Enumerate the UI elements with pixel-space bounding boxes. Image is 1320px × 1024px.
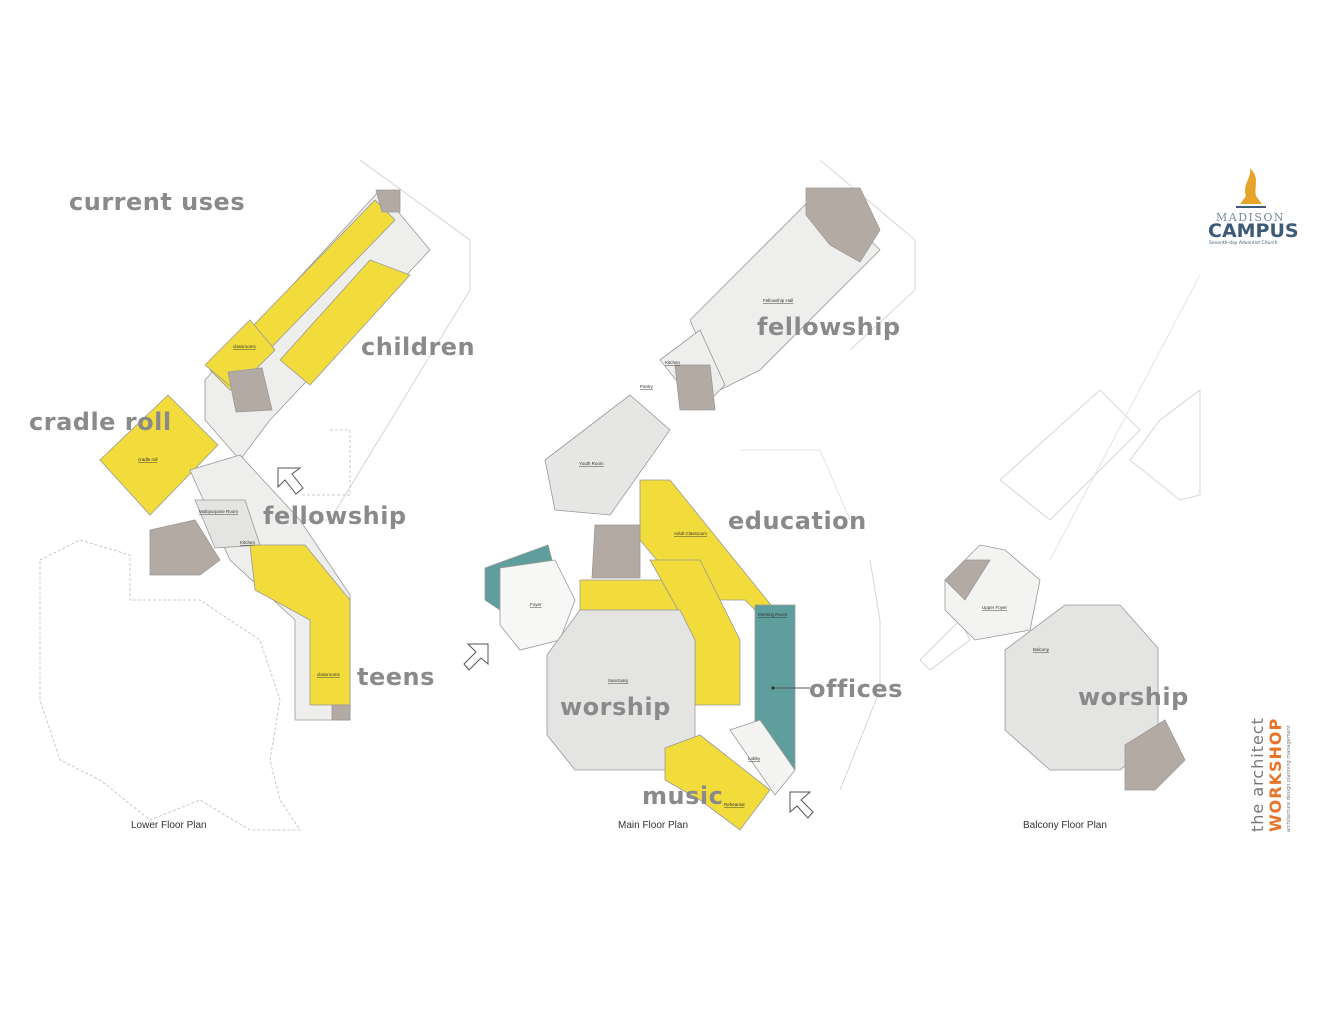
entry-arrow-main-south — [789, 791, 814, 819]
room-kitchen-lower: Kitchen — [240, 540, 256, 545]
room-pantry: Pantry — [640, 384, 654, 389]
room-foyer: Foyer — [530, 602, 542, 607]
room-upper-foyer: Upper Foyer — [982, 605, 1008, 610]
room-lobby: Lobby — [748, 756, 761, 761]
room-labels: classrooms cradle roll Multipurpose Room… — [138, 298, 1050, 807]
room-classrooms-a: classrooms — [233, 344, 257, 349]
room-classrooms-b: classrooms — [317, 672, 341, 677]
label-education: education — [728, 507, 867, 535]
offices-leader-dot — [771, 686, 775, 690]
architect-line1: the architect — [1248, 717, 1267, 832]
room-adult-classroom: Adult Classroom — [674, 531, 707, 536]
lower-floor-plan — [39, 159, 471, 831]
room-meeting-room: Meeting Room — [758, 612, 788, 617]
label-cradle-roll: cradle roll — [29, 408, 172, 436]
logo-line3: Seventh-day Adventist Church — [1209, 241, 1278, 246]
room-fellowship-hall: Fellowship Hall — [763, 298, 793, 303]
room-sanctuary: Sanctuary — [608, 678, 629, 683]
logo-line2: CAMPUS — [1208, 220, 1299, 242]
entry-arrow-lower — [277, 467, 304, 495]
label-children: children — [361, 333, 476, 361]
entry-arrow-main-west — [463, 643, 489, 671]
plan-title-main: Main Floor Plan — [618, 820, 689, 831]
architect-line2: WORKSHOP — [1266, 717, 1285, 832]
label-teens: teens — [357, 663, 435, 691]
balcony-floor-plan — [919, 274, 1201, 791]
room-kitchen-main: Kitchen — [665, 360, 681, 365]
label-music: music — [642, 782, 724, 810]
label-worship-main: worship — [560, 693, 671, 721]
architect-line3: architecture design planning management — [1286, 725, 1292, 832]
label-worship-balcony: worship — [1078, 683, 1189, 711]
plan-title-lower: Lower Floor Plan — [131, 820, 207, 831]
label-fellowship-main: fellowship — [757, 313, 901, 341]
plan-title-balcony: Balcony Floor Plan — [1023, 820, 1107, 831]
room-multipurpose: Multipurpose Room — [199, 509, 238, 514]
heading-current-uses: current uses — [69, 188, 246, 216]
label-fellowship-lower: fellowship — [263, 502, 407, 530]
entry-arrows — [277, 467, 814, 819]
main-floor-plan — [484, 159, 916, 831]
room-youth-room: Youth Room — [579, 461, 604, 466]
room-rehearsal: Rehearsal — [724, 802, 745, 807]
adventist-flame-icon — [1236, 168, 1266, 208]
room-cradle-roll: cradle roll — [138, 457, 158, 462]
room-balcony: Balcony — [1033, 647, 1050, 652]
label-offices: offices — [809, 675, 903, 703]
logo-line1: MADISON — [1216, 211, 1286, 224]
